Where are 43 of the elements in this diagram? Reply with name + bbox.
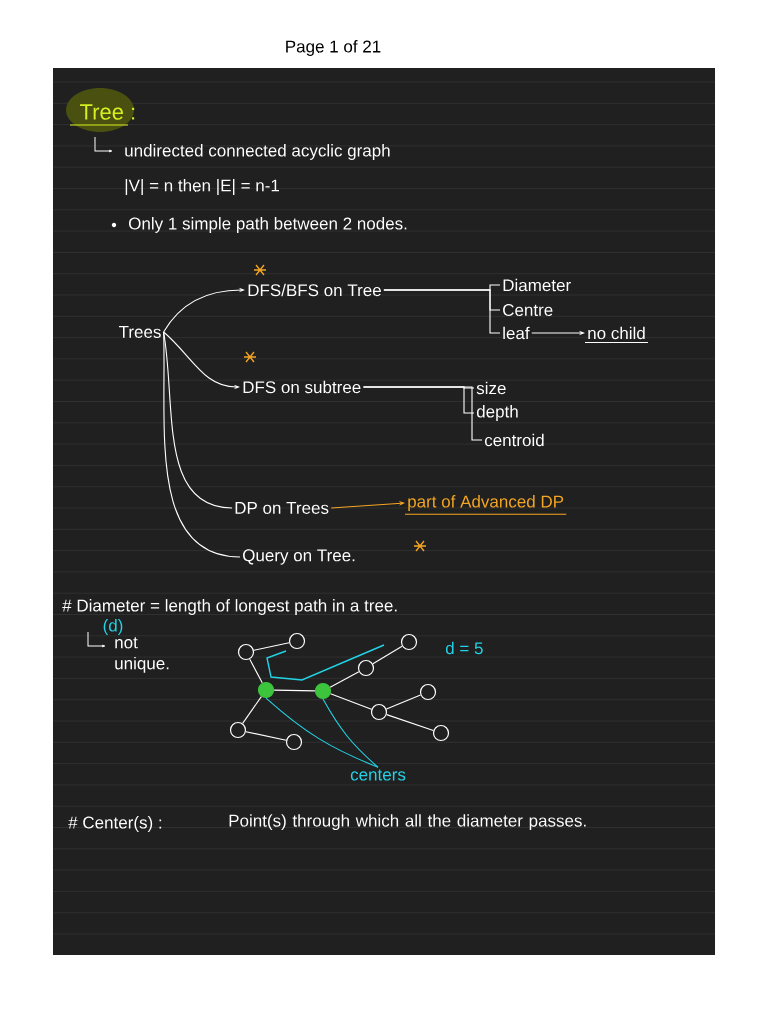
tree-edge — [249, 658, 263, 684]
subtopic-text: leaf — [503, 326, 530, 340]
arrow — [163, 287, 245, 333]
heading-text: # Center(s) : — [68, 816, 162, 832]
subtopic-text: centroid — [484, 433, 544, 447]
arrow — [330, 501, 405, 509]
subtopic-text: Centre — [503, 304, 553, 317]
definition-text: Point(s) through which all the diameter passes. — [229, 814, 586, 831]
note-text: not unique. — [115, 637, 169, 673]
formula-text: |V| = n then |E| = n-1 — [125, 179, 279, 195]
topic-text: DFS on subtree — [243, 380, 361, 394]
tree-edge — [372, 645, 403, 665]
heading-title: Tree : — [69, 104, 135, 126]
subtopic-text: depth — [476, 405, 518, 421]
page-number: Page 1 of 21 — [286, 40, 381, 56]
symbol-text: (d) — [103, 619, 123, 635]
heading-text: # Diameter = length of longest path in a tree. — [62, 599, 397, 615]
tree-edge — [245, 731, 287, 741]
tree-edge — [242, 696, 262, 724]
underlined-text: part of Advanced DP — [404, 495, 567, 515]
bracket-line — [362, 386, 483, 441]
topic-text: DP on Trees — [235, 502, 329, 514]
underlined-text: no child — [584, 326, 649, 343]
value-text: d = 5 — [445, 641, 483, 655]
subtopic-text: Diameter — [503, 278, 571, 292]
branch-line — [163, 331, 233, 509]
tree-edge — [330, 693, 372, 710]
topic-text: DFS/BFS on Tree — [248, 283, 381, 297]
topic-text: Query on Tree. — [243, 549, 355, 565]
tree-edge — [329, 671, 360, 688]
callout-text: centers — [350, 769, 406, 781]
tree-edge — [385, 694, 422, 710]
tree-edge — [273, 689, 316, 692]
subtopic-text: size — [476, 381, 506, 395]
tree-edge — [253, 642, 290, 651]
note-text: undirected connected acyclic graph — [125, 144, 390, 160]
bracket-line — [383, 289, 501, 334]
leader-line — [265, 697, 379, 768]
branch-line — [163, 331, 241, 558]
bullet-text: Only 1 simple path between 2 nodes. — [129, 217, 407, 233]
tree-edge — [386, 714, 434, 731]
branch-root-text: Trees — [118, 326, 161, 338]
leader-line — [322, 698, 379, 768]
